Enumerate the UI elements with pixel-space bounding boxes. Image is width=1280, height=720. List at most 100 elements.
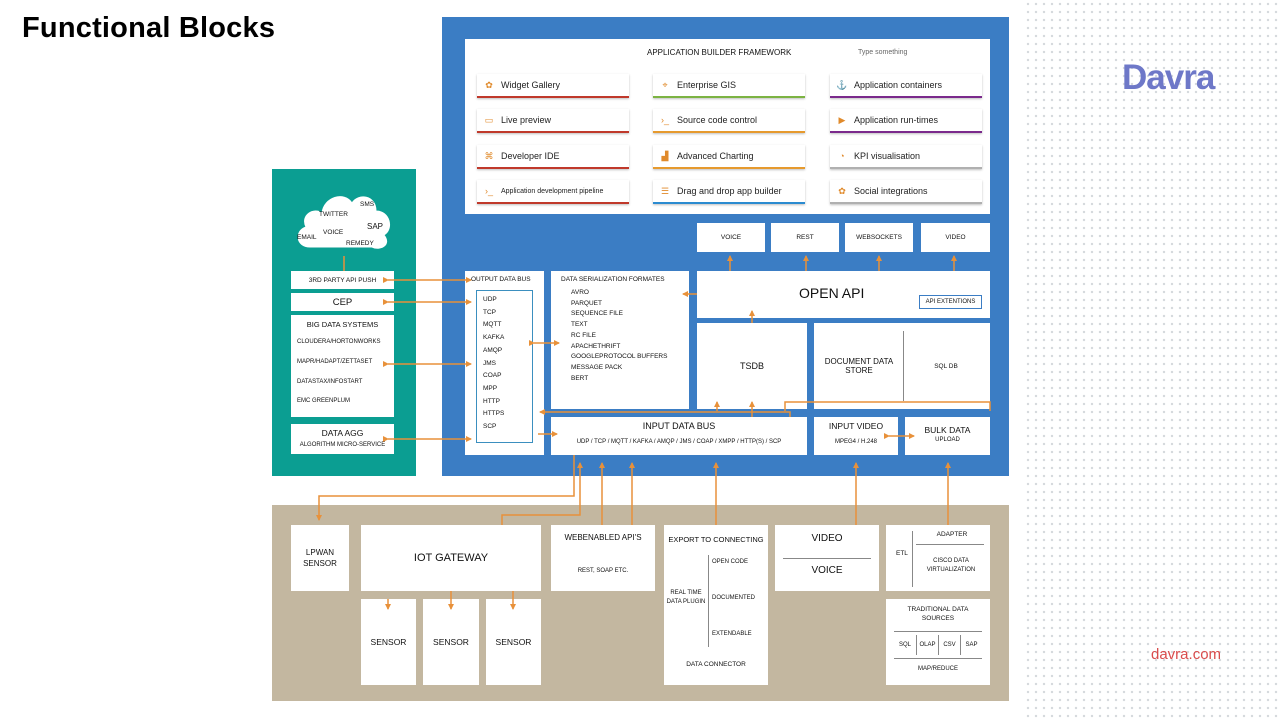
people-icon: ✿	[838, 185, 846, 196]
terminal-icon: ›_	[484, 186, 493, 196]
framework-search[interactable]: Type something	[858, 49, 908, 56]
framework-item[interactable]: ›_Application development pipeline	[477, 180, 629, 204]
iot-gateway-box: IOT GATEWAY	[361, 525, 541, 591]
serialization-title: DATA SERIALIZATION FORMATES	[561, 276, 665, 283]
cloud-sms: SMS	[360, 201, 375, 208]
framework-item-label: Social integrations	[854, 186, 928, 196]
input-bus-title: INPUT DATA BUS	[642, 421, 716, 431]
window-icon: ▭	[484, 114, 494, 125]
cloud-email: EMAIL	[297, 234, 317, 241]
framework-item[interactable]: ✿ Social integrations	[830, 180, 982, 204]
framework-item[interactable]: ▟Advanced Charting	[653, 145, 805, 169]
framework-title: APPLICATION BUILDER FRAMEWORK	[647, 48, 792, 57]
framework-item[interactable]: ⌘ Developer IDE	[477, 145, 629, 169]
big-data-item-2: MAPR/HADAPT/ZETTASET	[297, 359, 373, 365]
serialization-format: APACHETHRIFT	[571, 342, 621, 350]
serialization-format: TEXT	[571, 321, 588, 329]
framework-item[interactable]: ⌖Enterprise GIS	[653, 74, 805, 98]
traditional-sources-box: TRADITIONAL DATA SOURCES SQL OLAP CSV SA…	[886, 599, 990, 685]
input-video-title: INPUT VIDEO	[828, 421, 884, 431]
framework-item[interactable]: ▶Application run-times	[830, 109, 982, 133]
sensor-box-3: SENSOR	[486, 599, 541, 685]
framework-item[interactable]: ▭Live preview	[477, 109, 629, 133]
cloud-shape	[297, 196, 391, 249]
document-store-box: DOCUMENT DATA STORE SQL DB	[814, 323, 990, 409]
output-bus-title: OUTPUT DATA BUS	[471, 276, 531, 283]
input-video-codecs: MPEG4 / H.248	[834, 439, 878, 445]
framework-item-label: Application containers	[854, 80, 943, 90]
lpwan-sensor-box: LPWAN SENSOR	[291, 525, 349, 591]
framework-item[interactable]: ⚓ Application containers	[830, 74, 982, 98]
export-item-documented: DOCUMENTED	[712, 595, 755, 601]
framework-item-label: Application run-times	[854, 115, 939, 125]
map-reduce-label: MAP/REDUCE	[917, 666, 958, 672]
etl-adapter-box: ETL ADAPTER CISCO DATA VIRTUALIZATION	[886, 525, 990, 591]
framework-item[interactable]: ☰Drag and drop app builder	[653, 180, 805, 204]
adapter-label: ADAPTER	[936, 531, 968, 538]
cloud-twitter: TWITTER	[319, 211, 348, 218]
doc-store-divider	[903, 331, 904, 401]
serialization-format: RC FILE	[571, 331, 596, 339]
open-api-title: OPEN API	[799, 285, 865, 301]
chart-icon: ▟	[661, 150, 669, 161]
data-agg-sub: ALGORITHM MICRO-SERVICE	[299, 442, 386, 448]
framework-item[interactable]: ✿ Widget Gallery	[477, 74, 629, 98]
data-connector-label: DATA CONNECTOR	[686, 661, 746, 668]
output-protocol: TCP	[483, 308, 496, 316]
framework-item-label: Source code control	[677, 115, 758, 125]
output-protocol: JMS	[483, 359, 496, 367]
realtime-plugin-label: REAL TIME DATA PLUGIN	[666, 590, 706, 605]
sensor-box-2: SENSOR	[423, 599, 479, 685]
video-voice-box: VIDEO VOICE	[775, 525, 879, 591]
tsdb-box: TSDB	[697, 323, 807, 409]
output-protocol: MQTT	[483, 321, 502, 329]
framework-item[interactable]: ›_Source code control	[653, 109, 805, 133]
big-data-systems-box: BIG DATA SYSTEMS CLOUDERA/HORTONWORKS MA…	[291, 315, 394, 417]
cloud-remedy: REMEDY	[346, 240, 374, 247]
input-data-bus: INPUT DATA BUS UDP / TCP / MQTT / KAFKA …	[551, 417, 807, 455]
output-protocol: COAP	[483, 372, 502, 380]
ship-icon: ⚓	[836, 79, 848, 90]
big-data-item-3: DATASTAX/INFOSTART	[297, 379, 363, 385]
people-icon: ✿	[485, 79, 493, 90]
export-item-open-code: OPEN CODE	[712, 559, 749, 565]
bulk-data-box: BULK DATA UPLOAD	[905, 417, 990, 455]
serialization-format: MESSAGE PACK	[571, 363, 623, 371]
source-olap: OLAP	[916, 635, 938, 655]
web-apis-title: WEBENABLED API'S	[564, 533, 642, 542]
traditional-top-line	[894, 631, 982, 632]
big-data-title: BIG DATA SYSTEMS	[306, 320, 379, 329]
etl-label: ETL	[896, 550, 908, 557]
output-protocol: MPP	[483, 384, 498, 392]
website-link[interactable]: davra.com	[1151, 646, 1222, 663]
open-api-box: OPEN API API EXTENTIONS	[697, 271, 990, 318]
app-builder-framework: APPLICATION BUILDER FRAMEWORK Type somet…	[465, 39, 990, 214]
api-extensions: API EXTENTIONS	[919, 295, 982, 309]
cloud-sap: SAP	[367, 222, 384, 231]
rest-output: REST	[771, 223, 839, 252]
traditional-bottom-line	[894, 658, 982, 659]
framework-item-label: Enterprise GIS	[677, 80, 737, 90]
framework-item-label: Developer IDE	[501, 151, 560, 161]
export-connecting-box: EXPORT TO CONNECTING REAL TIME DATA PLUG…	[664, 525, 768, 685]
document-store-label: DOCUMENT DATA STORE	[824, 357, 894, 375]
framework-item-label: Widget Gallery	[501, 80, 561, 90]
source-csv: CSV	[938, 635, 960, 655]
serialization-format: SEQUENCE FILE	[571, 310, 624, 318]
data-agg-box: DATA AGG ALGORITHM MICRO-SERVICE	[291, 424, 394, 454]
bulk-data-sub: UPLOAD	[935, 437, 960, 443]
adapter-divider	[916, 544, 984, 545]
code-icon: ⌘	[484, 150, 494, 161]
serialization-format: GOOGLEPROTOCOL BUFFERS	[571, 353, 668, 361]
video-label: VIDEO	[811, 533, 843, 544]
source-sql: SQL	[898, 642, 911, 648]
output-protocol: HTTP	[483, 397, 500, 405]
framework-item[interactable]: ◔KPI visualisation	[830, 145, 982, 169]
voice-label: VOICE	[811, 565, 843, 576]
traditional-title: TRADITIONAL DATA SOURCES	[907, 606, 969, 622]
web-enabled-apis-box: WEBENABLED API'S REST, SOAP ETC.	[551, 525, 655, 591]
